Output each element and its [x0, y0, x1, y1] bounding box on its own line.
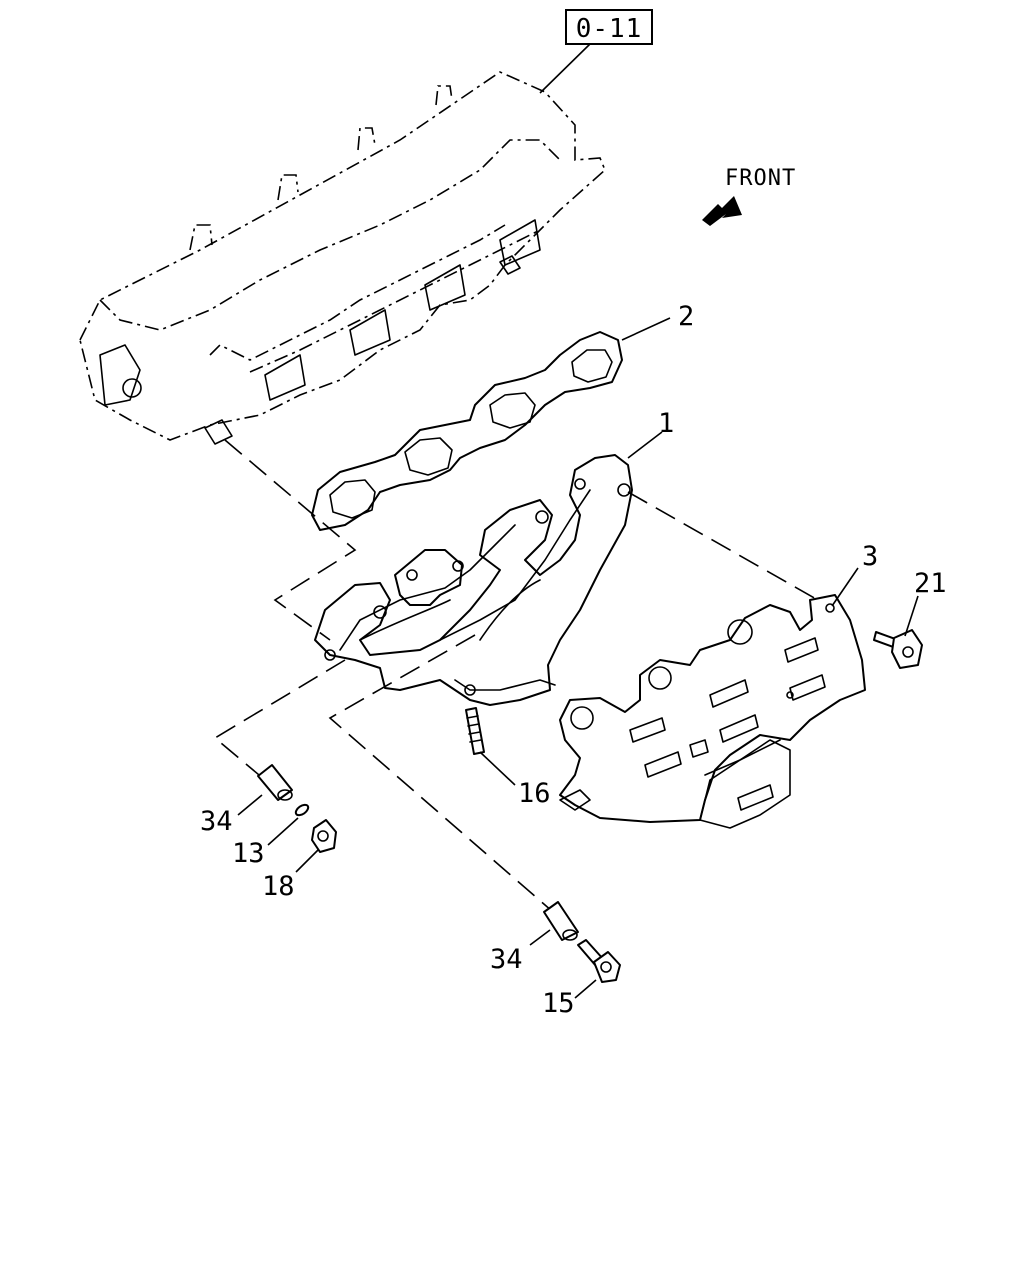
callout-34-left: 34: [200, 806, 233, 837]
front-arrow-icon: [702, 196, 742, 226]
callout-16: 16: [518, 778, 551, 809]
reference-box-label: 0-11: [576, 14, 643, 44]
callout-21: 21: [914, 568, 947, 599]
callout-18: 18: [262, 871, 295, 902]
cylinder-head-phantom: [79, 71, 606, 445]
callout-2: 2: [678, 301, 694, 332]
exhaust-manifold: 1: [314, 408, 674, 706]
stud: 16: [465, 707, 551, 809]
callout-13: 13: [232, 838, 265, 869]
shield-bolt: 21: [873, 568, 947, 669]
front-indicator: FRONT: [702, 166, 796, 226]
callout-3: 3: [862, 541, 878, 572]
alignment-lines: [213, 439, 833, 919]
callout-34-right: 34: [490, 944, 523, 975]
spacer-right: 34: [490, 901, 579, 975]
reference-box: 0-11: [539, 9, 653, 94]
heat-shield: 3: [559, 541, 878, 829]
manifold-bolt: 15: [542, 939, 621, 1019]
washer: 13: [232, 803, 310, 869]
spacer-left: 34: [200, 764, 293, 837]
front-label: FRONT: [725, 166, 796, 191]
manifold-gasket: 2: [311, 301, 694, 531]
callout-1: 1: [658, 408, 674, 439]
nut: 18: [262, 819, 337, 902]
callout-15: 15: [542, 988, 575, 1019]
